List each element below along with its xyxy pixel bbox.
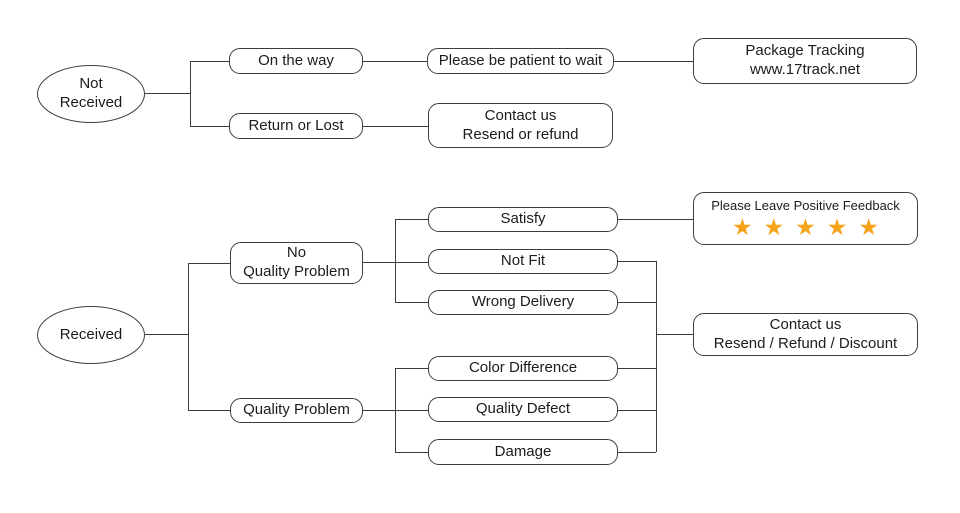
node-received: Received	[37, 306, 145, 364]
node-color-difference: Color Difference	[428, 356, 618, 381]
node-package-tracking: Package Tracking www.17track.net	[693, 38, 917, 84]
node-quality-problem: Quality Problem	[230, 398, 363, 423]
connector-received-to-branch	[145, 334, 188, 336]
node-on-the-way-label: On the way	[258, 51, 334, 69]
node-contact-resend-refund-line1: Contact us	[484, 106, 557, 124]
node-positive-feedback-label: Please Leave Positive Feedback	[711, 197, 900, 213]
connector-wrong-delivery-to-merge	[618, 302, 656, 304]
node-no-quality-problem-line2: Quality Problem	[243, 263, 350, 280]
node-quality-defect-label: Quality Defect	[475, 400, 571, 418]
node-positive-feedback: Please Leave Positive Feedback ★★★★★	[693, 192, 918, 245]
node-damage: Damage	[428, 439, 618, 465]
connector-quality-branch-vertical	[395, 368, 397, 452]
five-star-rating-icon: ★★★★★	[731, 214, 891, 241]
node-not-received-label-line1: Not	[79, 75, 103, 93]
connector-merge-to-contact-discount	[656, 334, 693, 336]
node-contact-discount-line2: Resend / Refund / Discount	[713, 334, 898, 352]
connector-branch-to-on-the-way	[190, 61, 230, 63]
connector-color-difference-to-merge	[618, 368, 656, 370]
connector-not-received-to-branch	[145, 93, 190, 95]
connector-not-fit-to-merge	[618, 261, 656, 263]
node-contact-resend-refund: Contact us Resend or refund	[428, 103, 613, 148]
node-not-received-label-line2: Received	[59, 94, 123, 111]
node-satisfy: Satisfy	[428, 207, 618, 232]
connector-quality-defect-to-merge	[618, 410, 656, 412]
node-color-difference-label: Color Difference	[468, 359, 578, 377]
connector-branch-to-damage	[395, 452, 428, 454]
node-please-be-patient: Please be patient to wait	[427, 48, 614, 74]
node-not-fit: Not Fit	[428, 249, 618, 274]
node-no-quality-problem-line1: No	[286, 244, 307, 262]
node-no-quality-problem: No Quality Problem	[230, 242, 363, 284]
node-quality-defect: Quality Defect	[428, 397, 618, 422]
connector-branch-to-quality-problem	[188, 410, 230, 412]
node-received-label: Received	[59, 325, 123, 343]
node-on-the-way: On the way	[229, 48, 363, 74]
connector-not-received-branch-vertical	[190, 61, 192, 126]
connector-received-branch-vertical	[188, 263, 190, 410]
node-quality-problem-label: Quality Problem	[243, 401, 350, 419]
node-wrong-delivery-label: Wrong Delivery	[471, 293, 575, 311]
connector-on-the-way-to-please-be-patient	[363, 61, 427, 63]
connector-branch-to-satisfy	[395, 219, 428, 221]
connector-no-quality-branch-vertical	[395, 219, 397, 302]
connector-please-be-patient-to-package-tracking	[613, 61, 693, 63]
connector-branch-to-return-or-lost	[190, 126, 230, 128]
node-contact-resend-refund-discount: Contact us Resend / Refund / Discount	[693, 313, 918, 356]
connector-branch-to-color-difference	[395, 368, 428, 370]
node-wrong-delivery: Wrong Delivery	[428, 290, 618, 315]
connector-branch-to-no-quality-problem	[188, 263, 230, 265]
connector-merge-vertical	[656, 261, 658, 452]
node-return-or-lost: Return or Lost	[229, 113, 363, 139]
node-not-fit-label: Not Fit	[500, 252, 546, 270]
node-package-tracking-url: www.17track.net	[749, 61, 861, 78]
node-return-or-lost-label: Return or Lost	[248, 116, 344, 134]
connector-branch-to-wrong-delivery	[395, 302, 428, 304]
node-contact-resend-refund-line2: Resend or refund	[462, 125, 579, 143]
connector-satisfy-to-feedback	[618, 219, 693, 221]
connector-damage-to-merge	[618, 452, 656, 454]
node-package-tracking-label-line1: Package Tracking	[745, 42, 865, 60]
connector-return-or-lost-to-contact	[363, 126, 428, 128]
node-please-be-patient-label: Please be patient to wait	[438, 51, 603, 69]
node-satisfy-label: Satisfy	[500, 210, 546, 228]
node-damage-label: Damage	[494, 442, 552, 460]
node-not-received: Not Received	[37, 65, 145, 123]
node-contact-discount-line1: Contact us	[769, 315, 842, 333]
